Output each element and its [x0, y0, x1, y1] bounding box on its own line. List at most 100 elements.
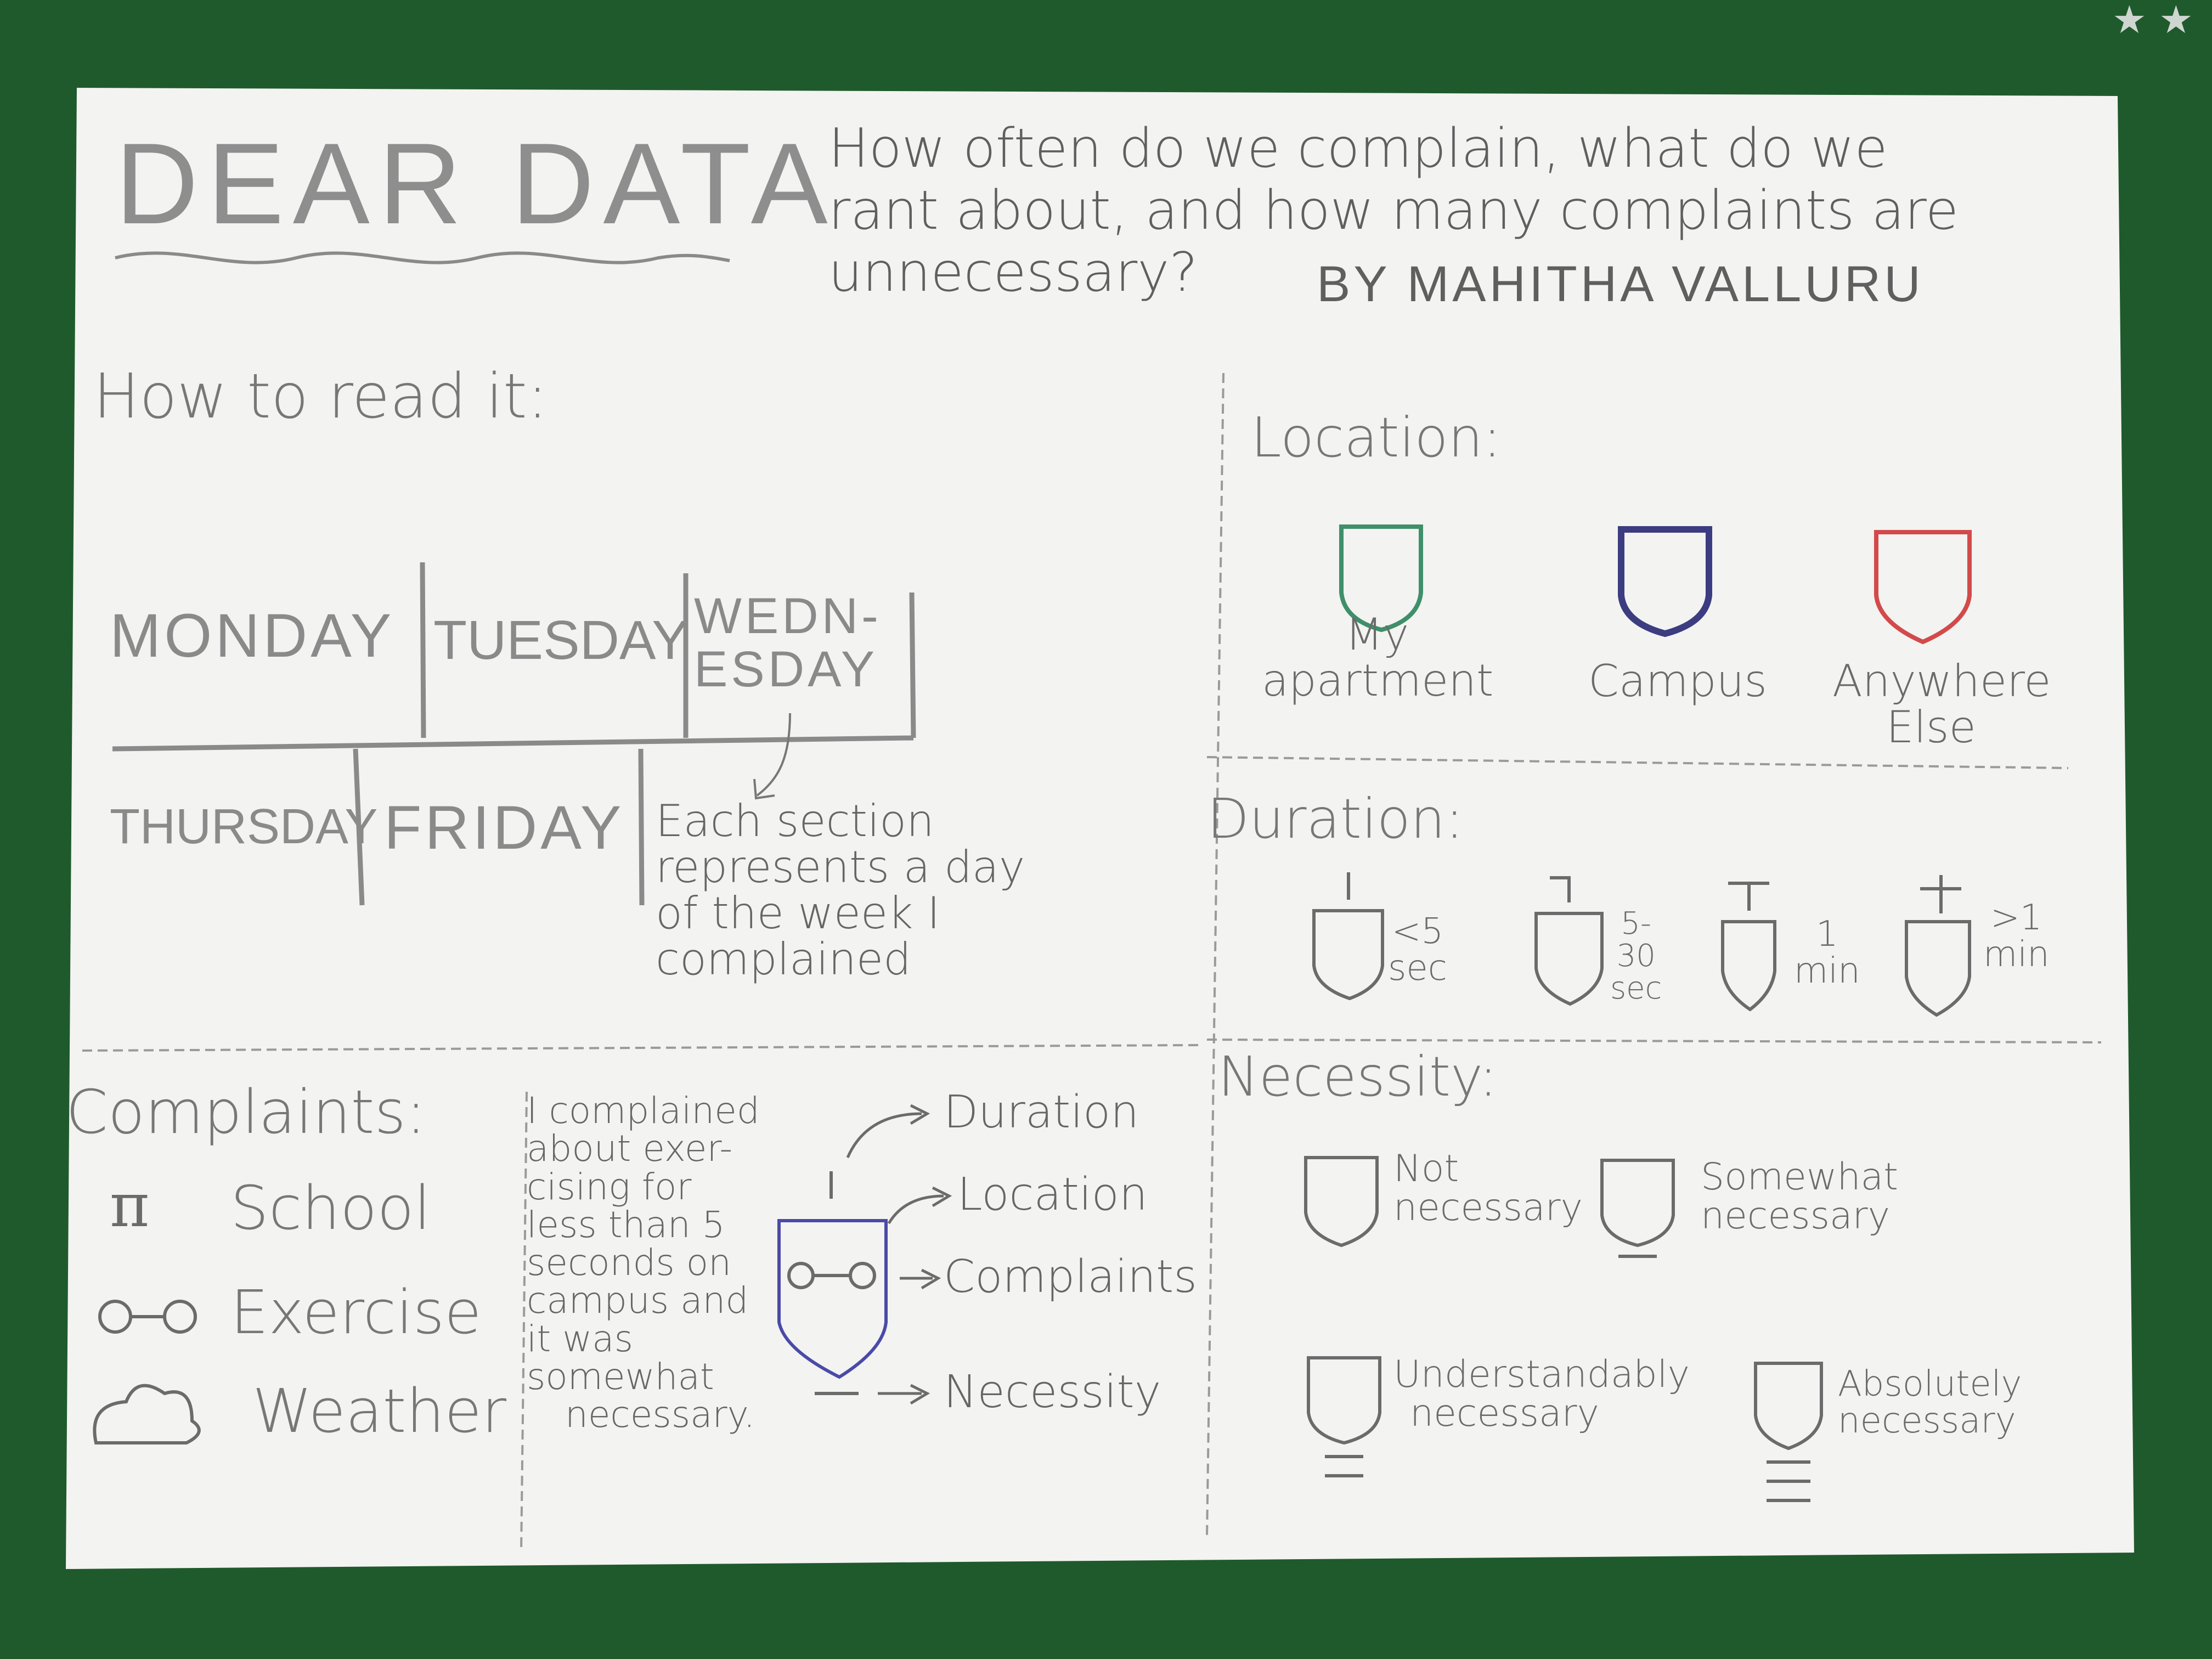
callout-arrows	[846, 1104, 952, 1405]
example-line: necessary.	[565, 1393, 755, 1436]
day-note-line: Each section	[656, 795, 934, 847]
example-text: I complained about exer- cising for less…	[527, 1092, 760, 1434]
necessity-label: Not necessary	[1393, 1149, 1583, 1228]
necessity-label-line: necessary	[1410, 1392, 1599, 1436]
complaint-weather: Weather	[252, 1376, 507, 1446]
necessity-label-line: Absolutely	[1838, 1364, 2022, 1404]
arrow-head-icon	[753, 778, 775, 800]
shield-campus-icon	[1618, 526, 1712, 637]
complaints-heading: Complaints:	[66, 1077, 426, 1147]
complaints-example-divider	[520, 1091, 528, 1553]
complaint-exercise: Exercise	[230, 1277, 482, 1347]
day-separator	[420, 562, 426, 738]
question-line: unnecessary?	[828, 241, 1198, 304]
shield-5to30sec-icon	[1534, 912, 1604, 1006]
complaint-school: School	[230, 1173, 431, 1243]
duration-label: >1 min	[1983, 898, 2050, 975]
necessity-heading: Necessity:	[1218, 1045, 1498, 1109]
day-friday: FRIDAY	[384, 793, 625, 862]
callout-complaints: Complaints	[944, 1251, 1198, 1303]
star-icon: ★ ★	[2112, 0, 2193, 42]
day-wednesday: WEDN- ESDAY	[694, 590, 882, 696]
arrow-icon	[887, 1186, 952, 1224]
location-label-line: apartment	[1262, 655, 1494, 706]
location-campus-label: Campus	[1588, 656, 1767, 707]
complaint-icons	[93, 1300, 201, 1444]
duration-label-line: min	[1983, 934, 2050, 975]
example-shield-icon	[777, 1219, 888, 1379]
week-baseline	[112, 735, 914, 752]
pi-icon: π	[110, 1170, 150, 1240]
question: How often do we complain, what do we ran…	[828, 121, 2107, 301]
necessity-label-line: Understandably	[1393, 1353, 1690, 1396]
tick-two-icon	[1550, 876, 1571, 902]
tick-four-icon	[1920, 875, 1961, 913]
necessity-shields	[1304, 1156, 1823, 1502]
duration-label-line: <5	[1391, 911, 1444, 952]
section-dividers	[82, 373, 2102, 1553]
necessity-label-line: necessary	[1701, 1194, 1890, 1238]
necessity-label-line: necessary	[1838, 1401, 2016, 1442]
arrow-icon	[756, 713, 791, 797]
day-note-line: represents a day	[656, 842, 1025, 893]
shield-somewhat-icon	[1600, 1159, 1675, 1248]
cloud-icon	[93, 1384, 201, 1444]
left-horizontal-divider	[82, 1044, 1202, 1052]
day-separator	[909, 592, 916, 738]
duration-label: 5- 30 sec	[1610, 906, 1662, 1006]
duration-label-line: 1	[1815, 914, 1838, 955]
day-note-line: complained	[656, 934, 911, 985]
day-separator	[638, 748, 645, 906]
duration-label-line: 30	[1616, 938, 1656, 974]
location-duration-divider	[1206, 756, 2069, 769]
location-label-line: Anywhere	[1832, 656, 2051, 707]
shield-lt5sec-icon	[1312, 909, 1384, 1001]
arrow-icon	[878, 1384, 930, 1405]
duration-label: 1 min	[1794, 916, 1860, 990]
location-heading: Location:	[1251, 405, 1502, 470]
duration-label-line: sec	[1388, 948, 1447, 989]
vertical-divider	[1206, 373, 1224, 1537]
example-line: about exer-	[527, 1127, 733, 1170]
duration-label-line: sec	[1610, 970, 1662, 1006]
shield-1min-icon	[1721, 920, 1776, 1012]
day-tuesday: TUESDAY	[433, 610, 689, 671]
location-apartment-label: My apartment	[1262, 609, 1494, 706]
example-line: somewhat	[527, 1356, 714, 1398]
example-line: campus and	[527, 1279, 749, 1322]
necessity-label-line: Not	[1393, 1147, 1459, 1190]
question-line: How often do we complain, what do we	[828, 117, 1888, 180]
duration-label-line: 5-	[1621, 906, 1652, 941]
shield-apartment-icon	[1339, 524, 1423, 633]
day-thursday: THURSDAY	[110, 799, 378, 854]
necessity-label-line: necessary	[1393, 1186, 1583, 1230]
how-to-read-heading: How to read it:	[93, 361, 548, 432]
example-line: less than 5	[527, 1203, 725, 1246]
location-label-line: My	[1345, 609, 1409, 660]
necessity-label: Absolutely necessary	[1838, 1364, 2022, 1442]
example-line: I complained	[527, 1090, 760, 1132]
callout-necessity: Necessity	[944, 1366, 1161, 1418]
title: DEAR DATA	[115, 119, 837, 248]
shield-not-necessary-icon	[1304, 1156, 1379, 1248]
day-separator	[353, 748, 365, 906]
author: BY MAHITHA VALLURU	[1317, 256, 1924, 312]
postcard	[66, 88, 2134, 1569]
duration-label-line: min	[1794, 951, 1860, 992]
title-underline	[115, 251, 730, 264]
shield-absolutely-icon	[1754, 1362, 1823, 1451]
example-weight-icon	[849, 1262, 876, 1289]
callout-duration: Duration	[944, 1086, 1139, 1138]
necessity-label-line: Somewhat	[1701, 1155, 1898, 1199]
example-glyph	[777, 1171, 888, 1395]
shield-over1min-icon	[1905, 920, 1971, 1017]
duration-label-line: >1	[1990, 898, 2042, 938]
arrow-icon	[846, 1104, 930, 1159]
necessity-label: Somewhat necessary	[1701, 1158, 1898, 1236]
tick-three-icon	[1728, 882, 1769, 911]
example-line: it was	[527, 1317, 634, 1360]
duration-shields	[1312, 872, 1971, 1017]
day-note-line: of the week I	[656, 888, 940, 939]
day-monday: MONDAY	[110, 601, 395, 670]
